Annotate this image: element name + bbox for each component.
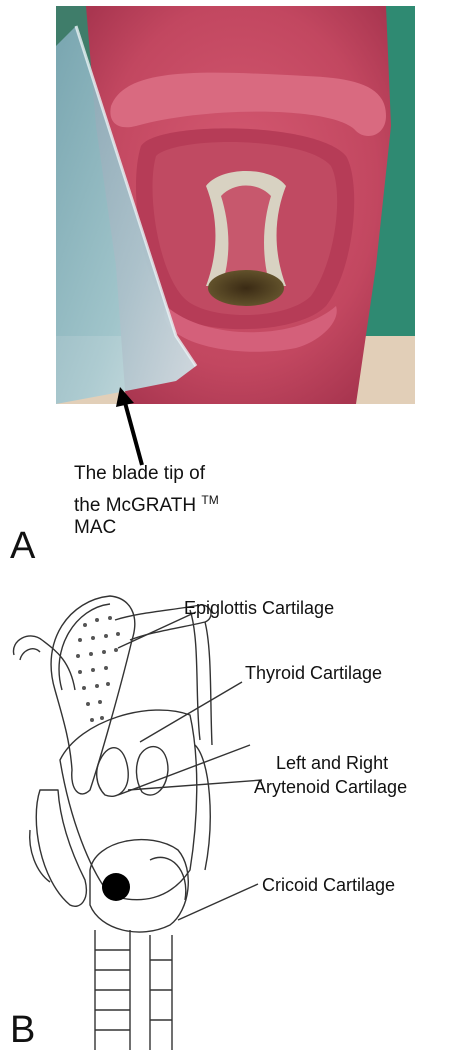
position-marker [102,873,130,901]
label-cricoid: Cricoid Cartilage [262,874,395,896]
label-arytenoid-line-1: Left and Right [276,752,388,774]
arrow-icon [110,385,170,470]
caption-line-3: MAC [74,514,116,541]
panel-letter-a: A [10,526,35,566]
label-thyroid: Thyroid Cartilage [245,662,382,684]
caption-device-name: the McGRATH [74,495,196,516]
larynx-illustration [0,585,461,1055]
trademark-mark: TM [201,493,218,507]
label-epiglottis: Epiglottis Cartilage [184,597,334,619]
mannequin-airway-photo [56,6,415,404]
label-arytenoid-line-2: Arytenoid Cartilage [254,776,407,798]
caption-line-1: The blade tip of [74,460,205,487]
epiglottis-cartilage-shape [51,596,135,794]
panel-letter-b: B [10,1010,35,1050]
